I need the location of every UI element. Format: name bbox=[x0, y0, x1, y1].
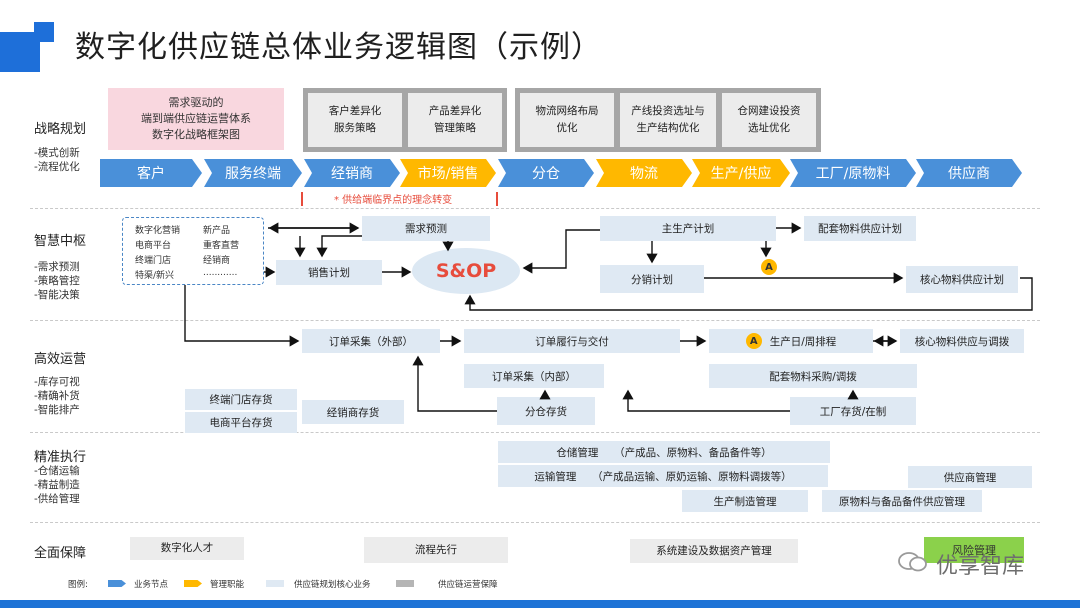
section-sub: -库存可视 bbox=[34, 376, 80, 388]
page-title: 数字化供应链总体业务逻辑图（示例） bbox=[75, 30, 602, 65]
ecom-inventory-box: 电商平台存货 bbox=[185, 412, 297, 433]
section-sub: -模式创新 bbox=[34, 147, 80, 159]
warehouse-mgmt-box: 仓储管理 （产成品、原物料、备品备件等） bbox=[498, 441, 830, 463]
legend-item: 管理职能 bbox=[210, 580, 245, 590]
master-production-plan-box: 主生产计划 bbox=[600, 216, 776, 241]
channel-item: 重客直营 bbox=[203, 241, 240, 251]
section-divider bbox=[30, 208, 1040, 209]
channel-item: 电商平台 bbox=[135, 241, 172, 251]
core-material-plan-box: 核心物料供应计划 bbox=[906, 266, 1018, 293]
legend-item: 供应链运营保障 bbox=[438, 580, 498, 590]
risk-mgmt-box: 风险管理 bbox=[924, 537, 1024, 563]
chain-node-market-sales: 市场/销售 bbox=[400, 159, 496, 187]
watermark: 优享智库 bbox=[898, 548, 1050, 579]
bottom-bar bbox=[0, 600, 1080, 608]
legend-swatch-business bbox=[108, 580, 126, 587]
legend-swatch-core bbox=[266, 580, 284, 587]
channel-item: 新产品 bbox=[203, 226, 231, 236]
section-sub: -仓储运输 bbox=[34, 465, 80, 477]
core-material-supply-box: 核心物料供应与调拨 bbox=[900, 329, 1024, 353]
distribution-plan-box: 分销计划 bbox=[600, 265, 704, 293]
dealer-inventory-box: 经销商存货 bbox=[302, 400, 404, 424]
section-sub: -精益制造 bbox=[34, 479, 80, 491]
section-sub: -策略管控 bbox=[34, 275, 80, 287]
section-sub: -流程优化 bbox=[34, 161, 80, 173]
production-schedule-box: A 生产日/周排程 bbox=[709, 329, 873, 353]
order-fulfillment-box: 订单履行与交付 bbox=[464, 329, 680, 353]
production-investment-box: 产线投资选址与 生产结构优化 bbox=[620, 93, 716, 147]
section-sub: -智能排产 bbox=[34, 404, 80, 416]
legend-swatch-support bbox=[396, 580, 414, 587]
sop-node: S&OP bbox=[412, 248, 520, 294]
section-sub: -需求预测 bbox=[34, 261, 80, 273]
store-inventory-box: 终端门店存货 bbox=[185, 389, 297, 410]
order-collect-external-box: 订单采集（外部） bbox=[302, 329, 440, 353]
order-collect-internal-box: 订单采集（内部） bbox=[464, 364, 604, 388]
legend-swatch-management bbox=[184, 580, 202, 587]
a-badge: A bbox=[761, 259, 777, 275]
channel-item: 终端门店 bbox=[135, 256, 172, 266]
strategy-framework-box: 需求驱动的 端到端供应链运营体系 数字化战略框架图 bbox=[108, 88, 284, 150]
logistics-network-box: 物流网络布局 优化 bbox=[520, 93, 614, 147]
production-mgmt-box: 生产制造管理 bbox=[682, 490, 808, 512]
section-sub: -供给管理 bbox=[34, 493, 80, 505]
chain-node-service-terminal: 服务终端 bbox=[204, 159, 302, 187]
chain-node-factory-material: 工厂/原物料 bbox=[790, 159, 916, 187]
a-badge: A bbox=[745, 333, 762, 349]
boundary-bracket bbox=[301, 192, 498, 206]
product-diff-strategy-box: 产品差异化 管理策略 bbox=[408, 93, 502, 147]
channel-item: 数字化营销 bbox=[135, 226, 181, 236]
legend-item: 供应链规划核心业务 bbox=[294, 580, 371, 590]
channel-item: ............ bbox=[203, 268, 238, 278]
section-divider bbox=[30, 320, 1040, 321]
chain-node-production-supply: 生产/供应 bbox=[692, 159, 790, 187]
section-title-hub: 智慧中枢 bbox=[34, 234, 87, 249]
chain-node-dealer: 经销商 bbox=[304, 159, 400, 187]
section-title-support: 全面保障 bbox=[34, 546, 87, 561]
section-title-exec: 精准执行 bbox=[34, 450, 87, 465]
process-first-box: 流程先行 bbox=[364, 537, 508, 563]
section-title-ops: 高效运营 bbox=[34, 352, 87, 367]
material-purchase-box: 配套物料采购/调拨 bbox=[709, 364, 917, 388]
material-supply-plan-box: 配套物料供应计划 bbox=[804, 216, 916, 241]
digital-talent-box: 数字化人才 bbox=[130, 537, 244, 560]
supplier-mgmt-box: 供应商管理 bbox=[908, 466, 1032, 488]
chain-node-supplier: 供应商 bbox=[916, 159, 1022, 187]
section-sub: -智能决策 bbox=[34, 289, 80, 301]
section-title-strategy: 战略规划 bbox=[34, 122, 87, 137]
logo-icon bbox=[0, 22, 56, 72]
factory-inventory-box: 工厂存货/在制 bbox=[790, 397, 916, 425]
raw-spare-mgmt-box: 原物料与备品备件供应管理 bbox=[822, 490, 982, 512]
warehouse-inventory-box: 分仓存货 bbox=[497, 397, 595, 425]
chain-node-sub-warehouse: 分仓 bbox=[498, 159, 594, 187]
system-building-box: 系统建设及数据资产管理 bbox=[630, 539, 798, 563]
channel-item: 经销商 bbox=[203, 256, 231, 266]
legend-item: 业务节点 bbox=[134, 580, 169, 590]
transport-mgmt-box: 运输管理 （产成品运输、原奶运输、原物料调拨等） bbox=[498, 465, 828, 487]
section-sub: -精确补货 bbox=[34, 390, 80, 402]
legend-label: 图例: bbox=[68, 580, 88, 590]
wechat-icon bbox=[898, 552, 927, 572]
customer-diff-strategy-box: 客户差异化 服务策略 bbox=[308, 93, 402, 147]
chain-node-logistics: 物流 bbox=[596, 159, 692, 187]
section-divider bbox=[30, 432, 1040, 433]
section-divider bbox=[30, 522, 1040, 523]
demand-forecast-box: 需求预测 bbox=[362, 216, 490, 241]
channel-item: 特渠/新兴 bbox=[135, 271, 175, 281]
channel-list-box: 数字化营销 新产品 电商平台 重客直营 终端门店 经销商 特渠/新兴 .....… bbox=[122, 217, 264, 285]
warehouse-network-box: 仓网建设投资 选址优化 bbox=[722, 93, 816, 147]
chain-node-customer: 客户 bbox=[100, 159, 202, 187]
sales-plan-box: 销售计划 bbox=[276, 260, 382, 285]
boundary-note: * 供给端临界点的理念转变 bbox=[334, 195, 453, 206]
